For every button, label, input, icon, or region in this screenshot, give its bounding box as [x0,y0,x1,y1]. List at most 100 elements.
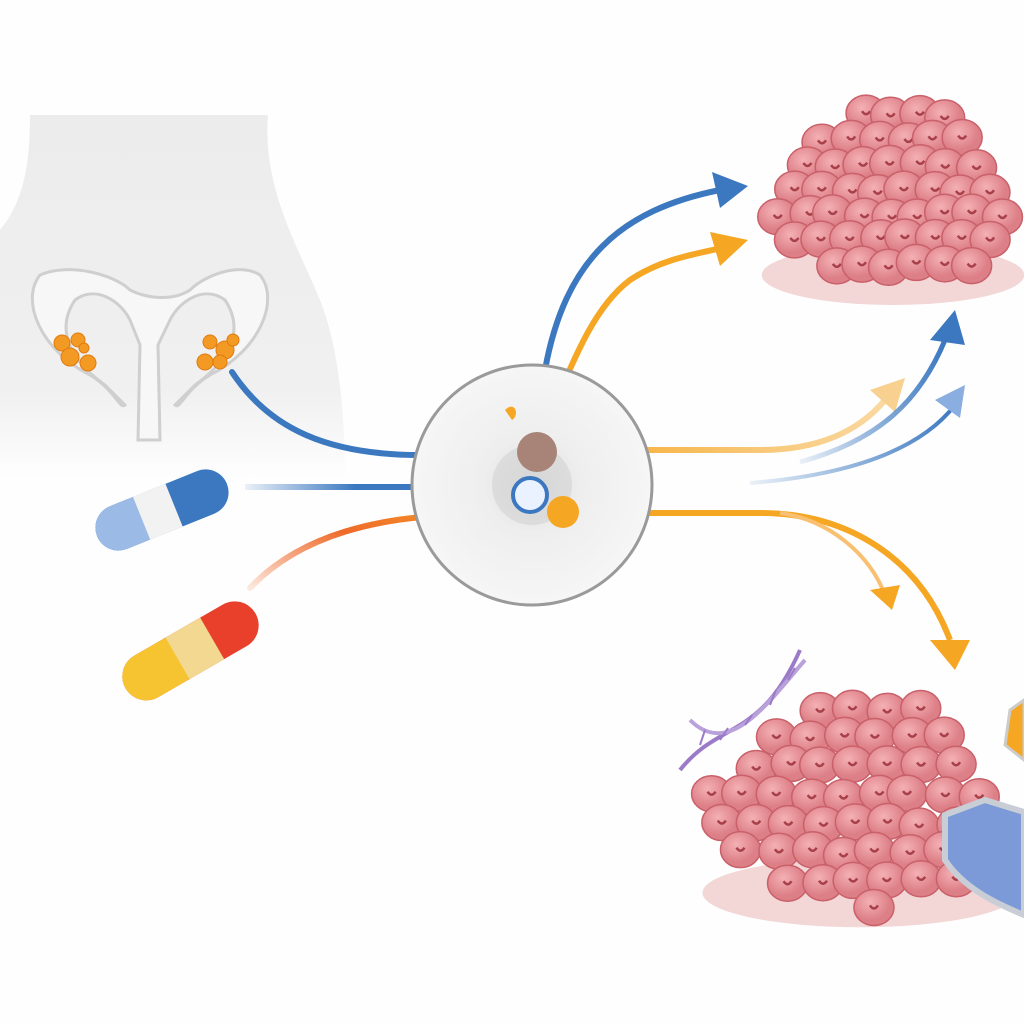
cell-nucleus [882,761,893,767]
cell-nucleus [771,734,782,740]
cell-nucleus [940,792,951,798]
cell-nucleus [716,819,727,825]
cell-nucleus [856,261,867,267]
cell-nucleus [957,134,968,140]
cell-nucleus [914,110,925,116]
cell-nucleus [872,189,883,195]
cell-nucleus [874,790,885,796]
cell-nucleus [838,794,849,800]
cell-nucleus [783,820,794,826]
cell-nucleus [751,819,762,825]
cell-nucleus [817,879,829,885]
cell-nucleus [736,790,747,796]
cell-nucleus [815,236,826,242]
cell-nucleus [816,139,828,145]
cell-nucleus [861,110,872,116]
cell-nucleus [997,214,1008,220]
cell-nucleus [802,162,813,168]
cell-nucleus [902,790,913,796]
cell-nucleus [903,138,914,144]
cell-nucleus [930,234,941,240]
cell-nucleus [771,791,782,797]
cell-nucleus [814,762,825,768]
cell-nucleus [815,707,826,713]
cell-nucleus [905,849,916,855]
cell-nucleus [914,823,925,829]
orange-arrowhead-lower-fade [870,585,900,610]
cell-nucleus [789,237,800,243]
cell-nucleus [966,209,977,215]
cell-nucleus [885,112,896,118]
cell-nucleus [789,186,800,192]
cell-nucleus [806,794,817,800]
orange-pathway-middle [555,398,888,453]
cell-nucleus [830,164,841,170]
cell-nucleus [859,213,870,219]
cell-nucleus [831,263,842,269]
cell-nucleus [839,732,850,738]
cell-nucleus [939,261,950,267]
cell-nucleus [827,210,838,216]
blue-arrowhead [712,172,748,208]
cell-nucleus [816,186,827,192]
cell-nucleus [847,188,858,194]
cell-nucleus [912,214,923,220]
cell-nucleus [916,876,927,882]
cell-nucleus [846,135,857,141]
cell-nucleus [881,877,892,883]
cell-nucleus [887,214,898,220]
cell-nucleus [857,161,869,167]
cell-nucleus [911,259,922,265]
cell-nucleus [818,821,829,827]
cell-nucleus [773,848,784,854]
cell-nucleus [805,736,816,742]
blue-pathway-fade-1 [799,339,948,465]
cell-nucleus [954,190,966,196]
cell-nucleus [883,264,894,270]
cell-nucleus [850,819,861,825]
cell-nucleus [939,209,950,215]
orange-arrowhead-upper [710,232,748,266]
blue-pathway-fade-2 [749,403,957,485]
orange-pathway-lower-fade [779,511,887,596]
cell-nucleus [940,163,951,169]
blue-arrowhead-upper [930,310,965,345]
cell-nucleus [869,733,880,739]
cell-nucleus [907,732,918,738]
cell-nucleus [971,165,982,171]
orange-arrowhead-lower [930,640,970,670]
cell-nucleus [844,236,855,242]
red-yellow-capsule-icon [122,601,259,701]
cell-nucleus [848,877,859,883]
cell-nucleus [735,846,746,852]
cell-nucleus [868,904,879,910]
cell-nucleus [807,847,818,852]
cell-nucleus [984,189,995,195]
cell-nucleus [915,705,926,711]
cell-nucleus [882,818,893,824]
dna-icon [678,649,807,772]
cell-nucleus [838,852,849,858]
cell-nucleus [706,790,717,796]
orange-badge-icon [1003,698,1024,762]
orange-arrowhead-middle [870,378,905,412]
receptor-hub-icon [410,363,654,607]
cell-nucleus [915,160,926,166]
cell-nucleus [930,186,941,192]
cell-nucleus [916,761,927,767]
cell-nucleus [939,115,950,121]
cell-nucleus [974,793,985,799]
cell-nucleus [966,262,977,268]
cell-cluster-icon-upper [757,94,1024,305]
cell-nucleus [951,761,962,767]
cell-nucleus [782,880,793,886]
cell-nucleus [874,136,885,142]
cell-nucleus [847,761,858,767]
cell-nucleus [898,186,909,192]
cell-nucleus [939,732,950,738]
cell-nucleus [956,234,967,240]
cell-nucleus [899,234,910,240]
cell-nucleus [927,135,938,141]
blue-arrowhead-lower [935,385,965,418]
